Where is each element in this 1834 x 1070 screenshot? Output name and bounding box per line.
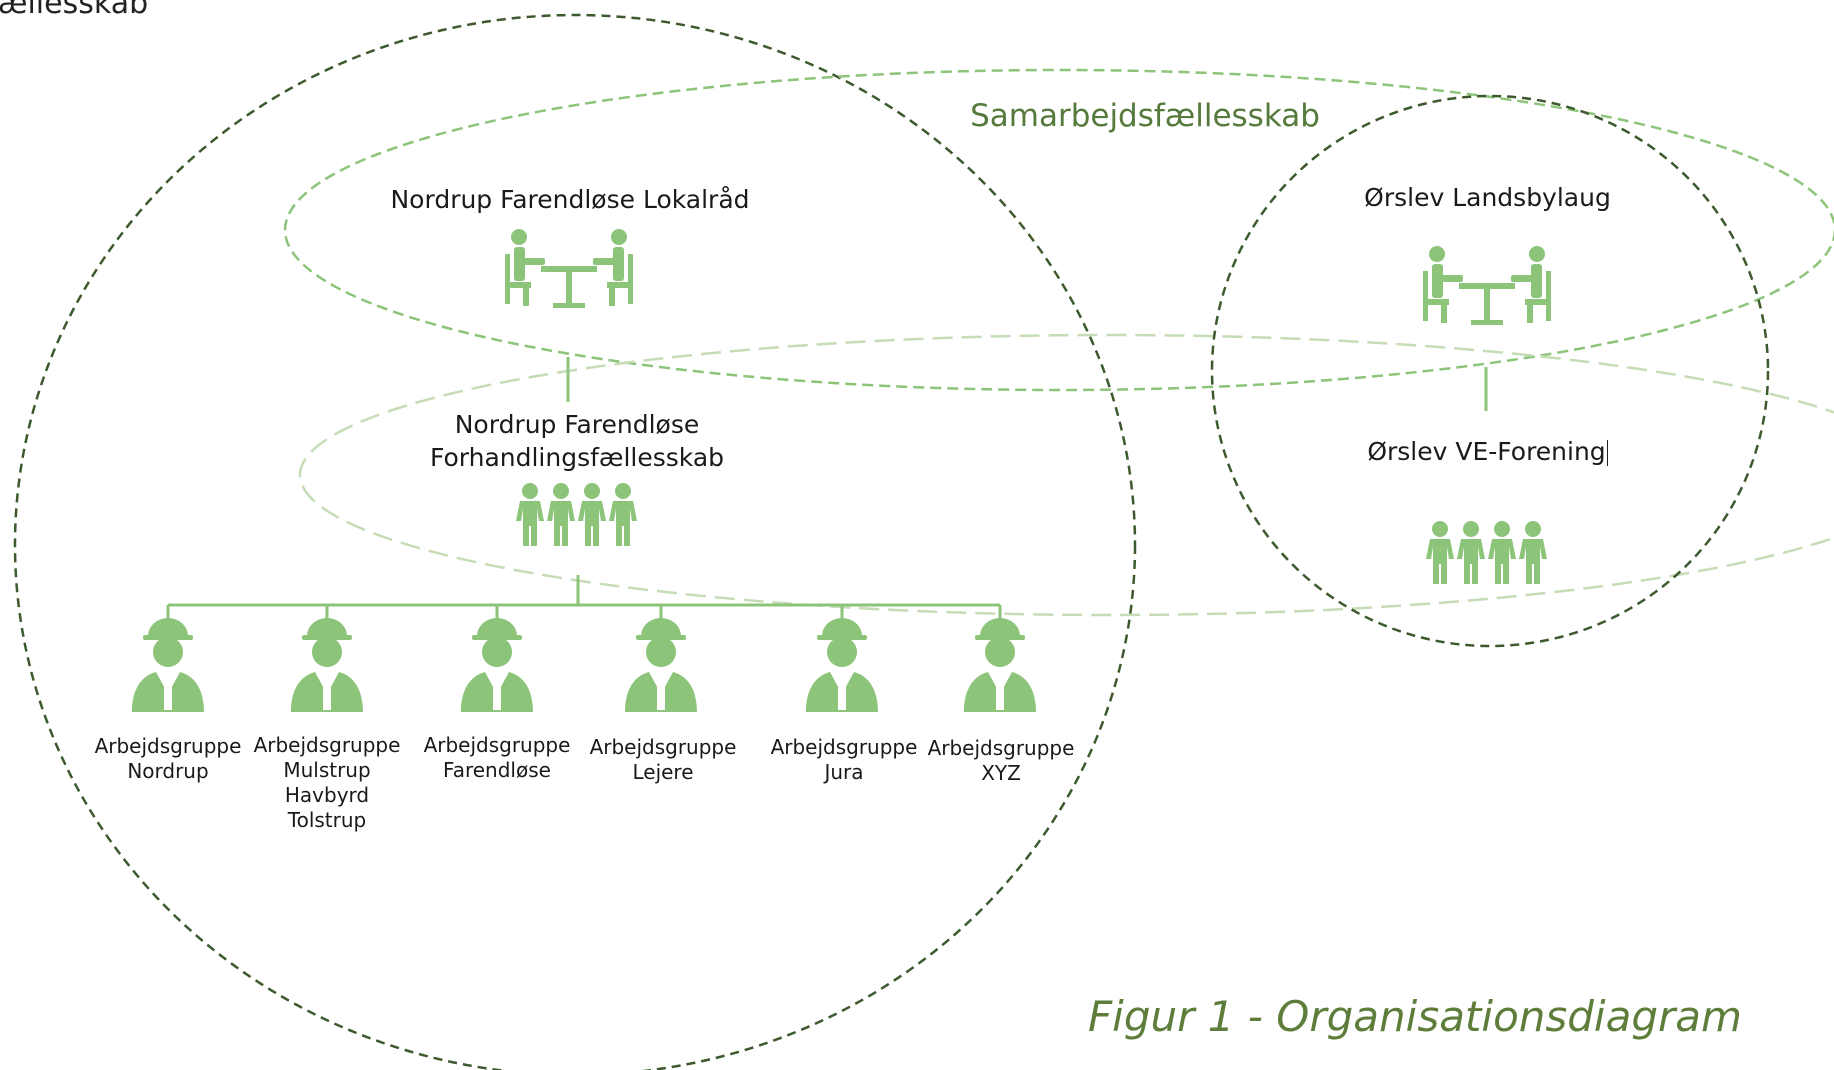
text-cursor (1606, 440, 1608, 466)
people-group-icon (516, 483, 637, 546)
meeting-icon (505, 229, 633, 308)
ve-forening-label: Ørslev VE-Forening (1310, 435, 1665, 468)
workgroup-label-line: Mulstrup (283, 758, 371, 782)
workgroup-label-line: Arbejdsgruppe (770, 735, 918, 759)
workgroup-label-line: XYZ (981, 761, 1021, 785)
workgroup-label-line: Lejere (632, 760, 694, 784)
forhandling-label: Nordrup Farendløse Forhandlingsfællesska… (377, 408, 777, 474)
workgroup-label-line: Arbejdsgruppe (927, 736, 1075, 760)
workgroup-label: Arbejdsgruppe Lejere (578, 735, 748, 785)
workgroup-label-line: Arbejdsgruppe (94, 734, 242, 758)
workgroup-label: Arbejdsgruppe Jura (759, 735, 929, 785)
workgroup-label-line: Havbyrd (284, 783, 370, 807)
worker-icon (964, 618, 1036, 712)
workgroup-label: Arbejdsgruppe XYZ (916, 736, 1086, 786)
samarbejd-ellipse (283, 68, 1834, 392)
workgroup-label-line: Nordrup (127, 759, 209, 783)
samarbejd-label: Samarbejdsfællesskab (970, 98, 1320, 134)
workgroup-label-line: Arbejdsgruppe (589, 735, 737, 759)
forhandling-ellipse (298, 333, 1834, 617)
landsbylaug-label: Ørslev Landsbylaug (1364, 183, 1611, 212)
worker-icon (806, 618, 878, 712)
ve-forening-text: Ørslev VE-Forening (1367, 437, 1606, 466)
workgroup-label-line: Tolstrup (287, 808, 367, 832)
workgroup-label-line: Jura (824, 760, 864, 784)
orslev-circle (1210, 94, 1770, 648)
people-group-icon (1426, 521, 1547, 584)
workgroup-label: Arbejdsgruppe Mulstrup Havbyrd Tolstrup (242, 733, 412, 833)
top-left-fragment: ællesskab (0, 0, 149, 21)
workgroup-label-line: Farendløse (443, 758, 551, 782)
workgroup-label-line: Arbejdsgruppe (253, 733, 401, 757)
worker-icon (291, 618, 363, 712)
worker-icon (132, 618, 204, 712)
worker-icon (625, 618, 697, 712)
forhandling-label-line2: Forhandlingsfællesskab (429, 443, 725, 472)
workgroup-label-line: Arbejdsgruppe (423, 733, 571, 757)
worker-icon (461, 618, 533, 712)
lokalraad-label: Nordrup Farendløse Lokalråd (390, 185, 750, 214)
figure-caption: Figur 1 - Organisationsdiagram (1088, 992, 1742, 1041)
meeting-icon (1423, 246, 1551, 325)
forhandling-label-line1: Nordrup Farendløse (454, 410, 700, 439)
nordrup-circle (13, 13, 1137, 1070)
workgroup-label: Arbejdsgruppe Nordrup (83, 734, 253, 784)
workgroup-label: Arbejdsgruppe Farendløse (412, 733, 582, 783)
